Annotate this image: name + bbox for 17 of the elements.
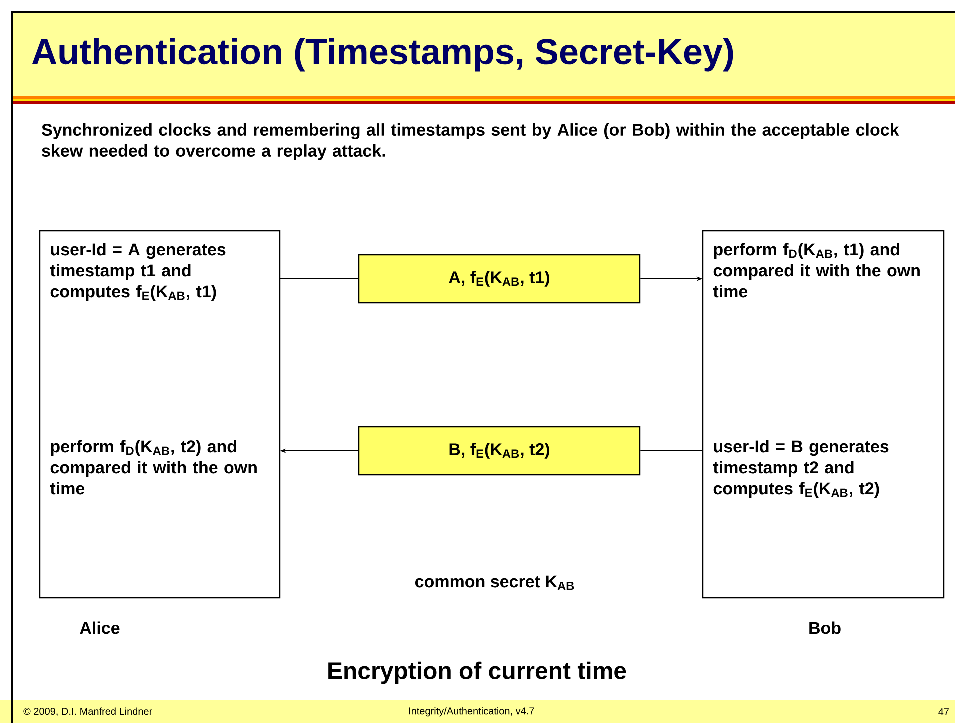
party-box: perform f$_{D}$(K$_{AB}$, t1) and compared it with the own time user-Id = B generates timestamp t2 and computes f$_{E}$(K$_{AB}$, t2) (702, 230, 945, 599)
footer-text: Integrity/Authentication, v4.7 (409, 707, 534, 717)
message-box: A, f$_{E}$(K$_{AB}$, t1) (358, 254, 641, 304)
page-number: 47 (938, 708, 949, 716)
slide-title: Authentication (Timestamps, Secret-Key) (32, 38, 734, 72)
message-box: B, f$_{E}$(K$_{AB}$, t2) (358, 426, 641, 476)
intro-text: Synchronized clocks and remembering all timestamps sent by Alice (or Bob) within the acceptable clock skew needed to overcome a replay attack. (42, 124, 900, 160)
node-label: perform f$_{D}$(K$_{AB}$, t2) and compared it with the own time (50, 440, 257, 495)
party-box: user-Id = A generates timestamp t1 and computes f$_{E}$(K$_{AB}$, t1) perform f$_{D}$(K$_{AB}$, t2) and compared it with the own time (39, 230, 281, 599)
key-label: common secret K$_{AB}$ (416, 576, 574, 590)
party-name: Bob (810, 622, 841, 634)
node-label: user-Id = A generates timestamp t1 and computes f$_{E}$(K$_{AB}$, t1) (50, 243, 226, 302)
node-label: perform f$_{D}$(K$_{AB}$, t1) and compared it with the own time (713, 243, 920, 298)
caption: Encryption of current time (328, 662, 626, 684)
footer-text: © 2009, D.I. Manfred Lindner (24, 708, 152, 716)
party-name: Alice (80, 622, 120, 634)
node-label: user-Id = B generates timestamp t2 and computes f$_{E}$(K$_{AB}$, t2) (713, 440, 889, 498)
